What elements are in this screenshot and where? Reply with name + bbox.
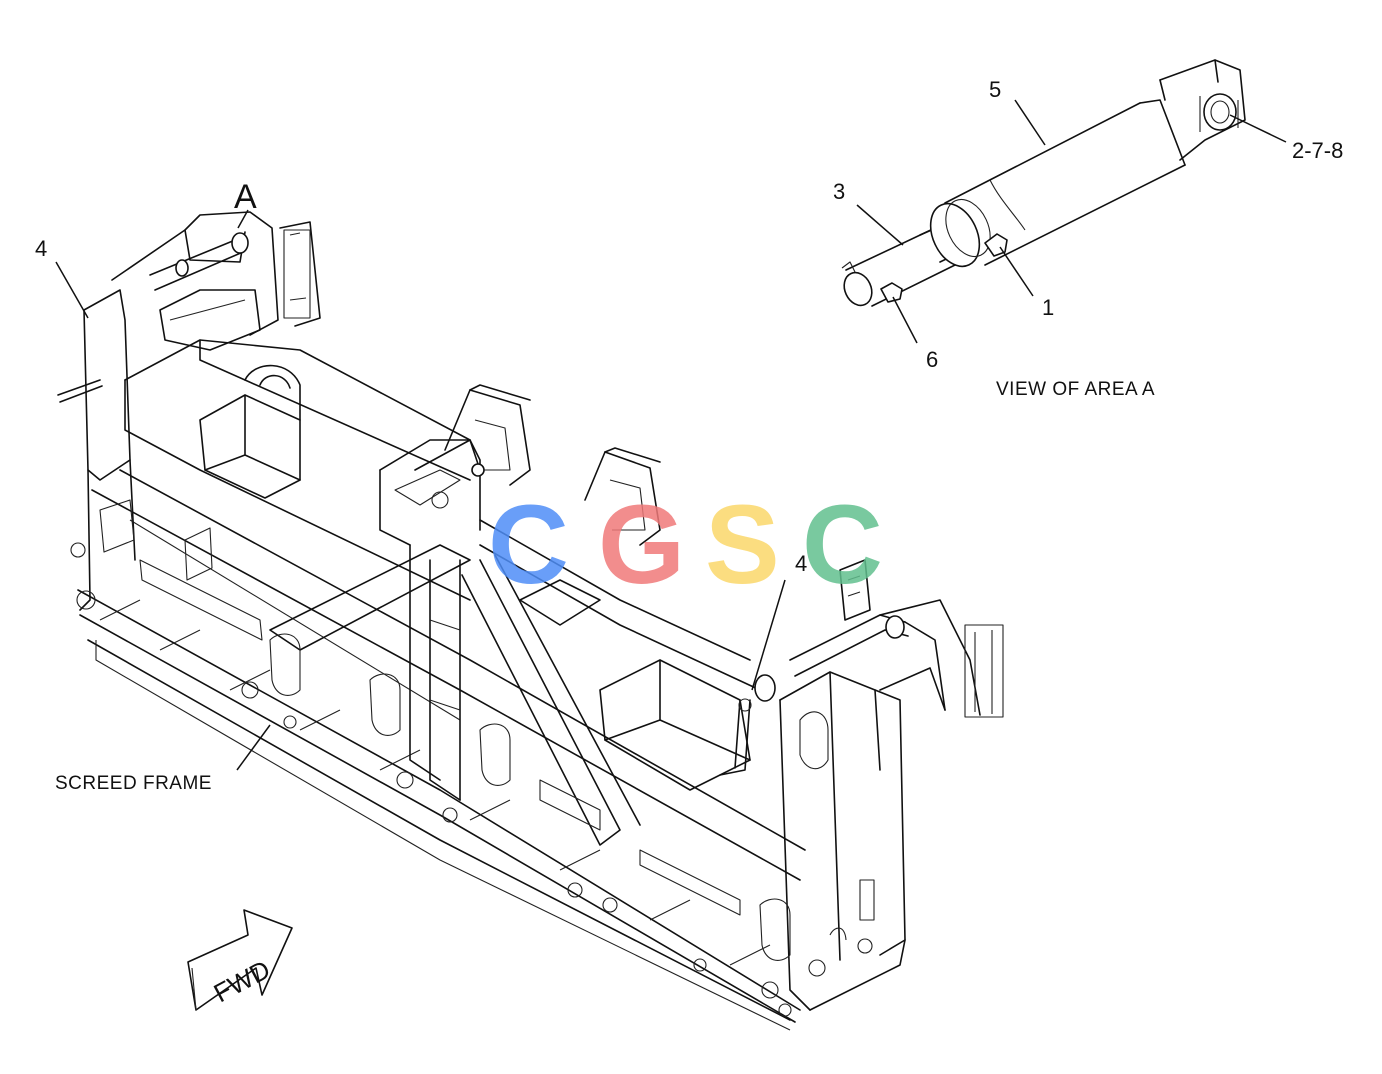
leader-5 — [1014, 99, 1046, 146]
callout-5: 5 — [989, 77, 1001, 102]
watermark-letter-1: C — [488, 482, 569, 607]
forward-arrow-label: FWD — [209, 954, 275, 1008]
callout-labels: A 5 2-7-8 3 1 6 4 4 — [35, 77, 1343, 576]
forward-arrow: FWD — [187, 909, 293, 1011]
watermark-letter-3: S — [705, 482, 780, 607]
leader-screed-frame — [236, 724, 271, 771]
leader-6 — [892, 296, 918, 344]
leader-4-left — [55, 261, 89, 319]
callout-6: 6 — [926, 347, 938, 372]
watermark-letter-4: C — [802, 482, 883, 607]
hydraulic-cylinder-drawing — [841, 59, 1246, 307]
callout-3: 3 — [833, 179, 845, 204]
leader-lines — [55, 99, 1287, 771]
callout-4-left: 4 — [35, 236, 47, 261]
callout-2-7-8: 2-7-8 — [1292, 138, 1343, 163]
leader-2-7-8 — [1229, 114, 1287, 143]
view-of-area-caption: VIEW OF AREA A — [996, 379, 1155, 400]
captions: VIEW OF AREA A SCREED FRAME — [55, 379, 1155, 794]
leader-1 — [999, 246, 1034, 297]
callout-1: 1 — [1042, 295, 1054, 320]
callout-4-right: 4 — [795, 551, 807, 576]
leader-3 — [856, 204, 904, 246]
leader-area-a — [237, 209, 249, 229]
watermark-letter-2: G — [598, 482, 685, 607]
leader-4-right — [751, 579, 786, 691]
screed-frame-caption: SCREED FRAME — [55, 773, 212, 794]
watermark: C G S C — [488, 482, 883, 607]
area-marker-label: A — [234, 178, 257, 216]
screed-frame-drawing — [57, 211, 1004, 1031]
